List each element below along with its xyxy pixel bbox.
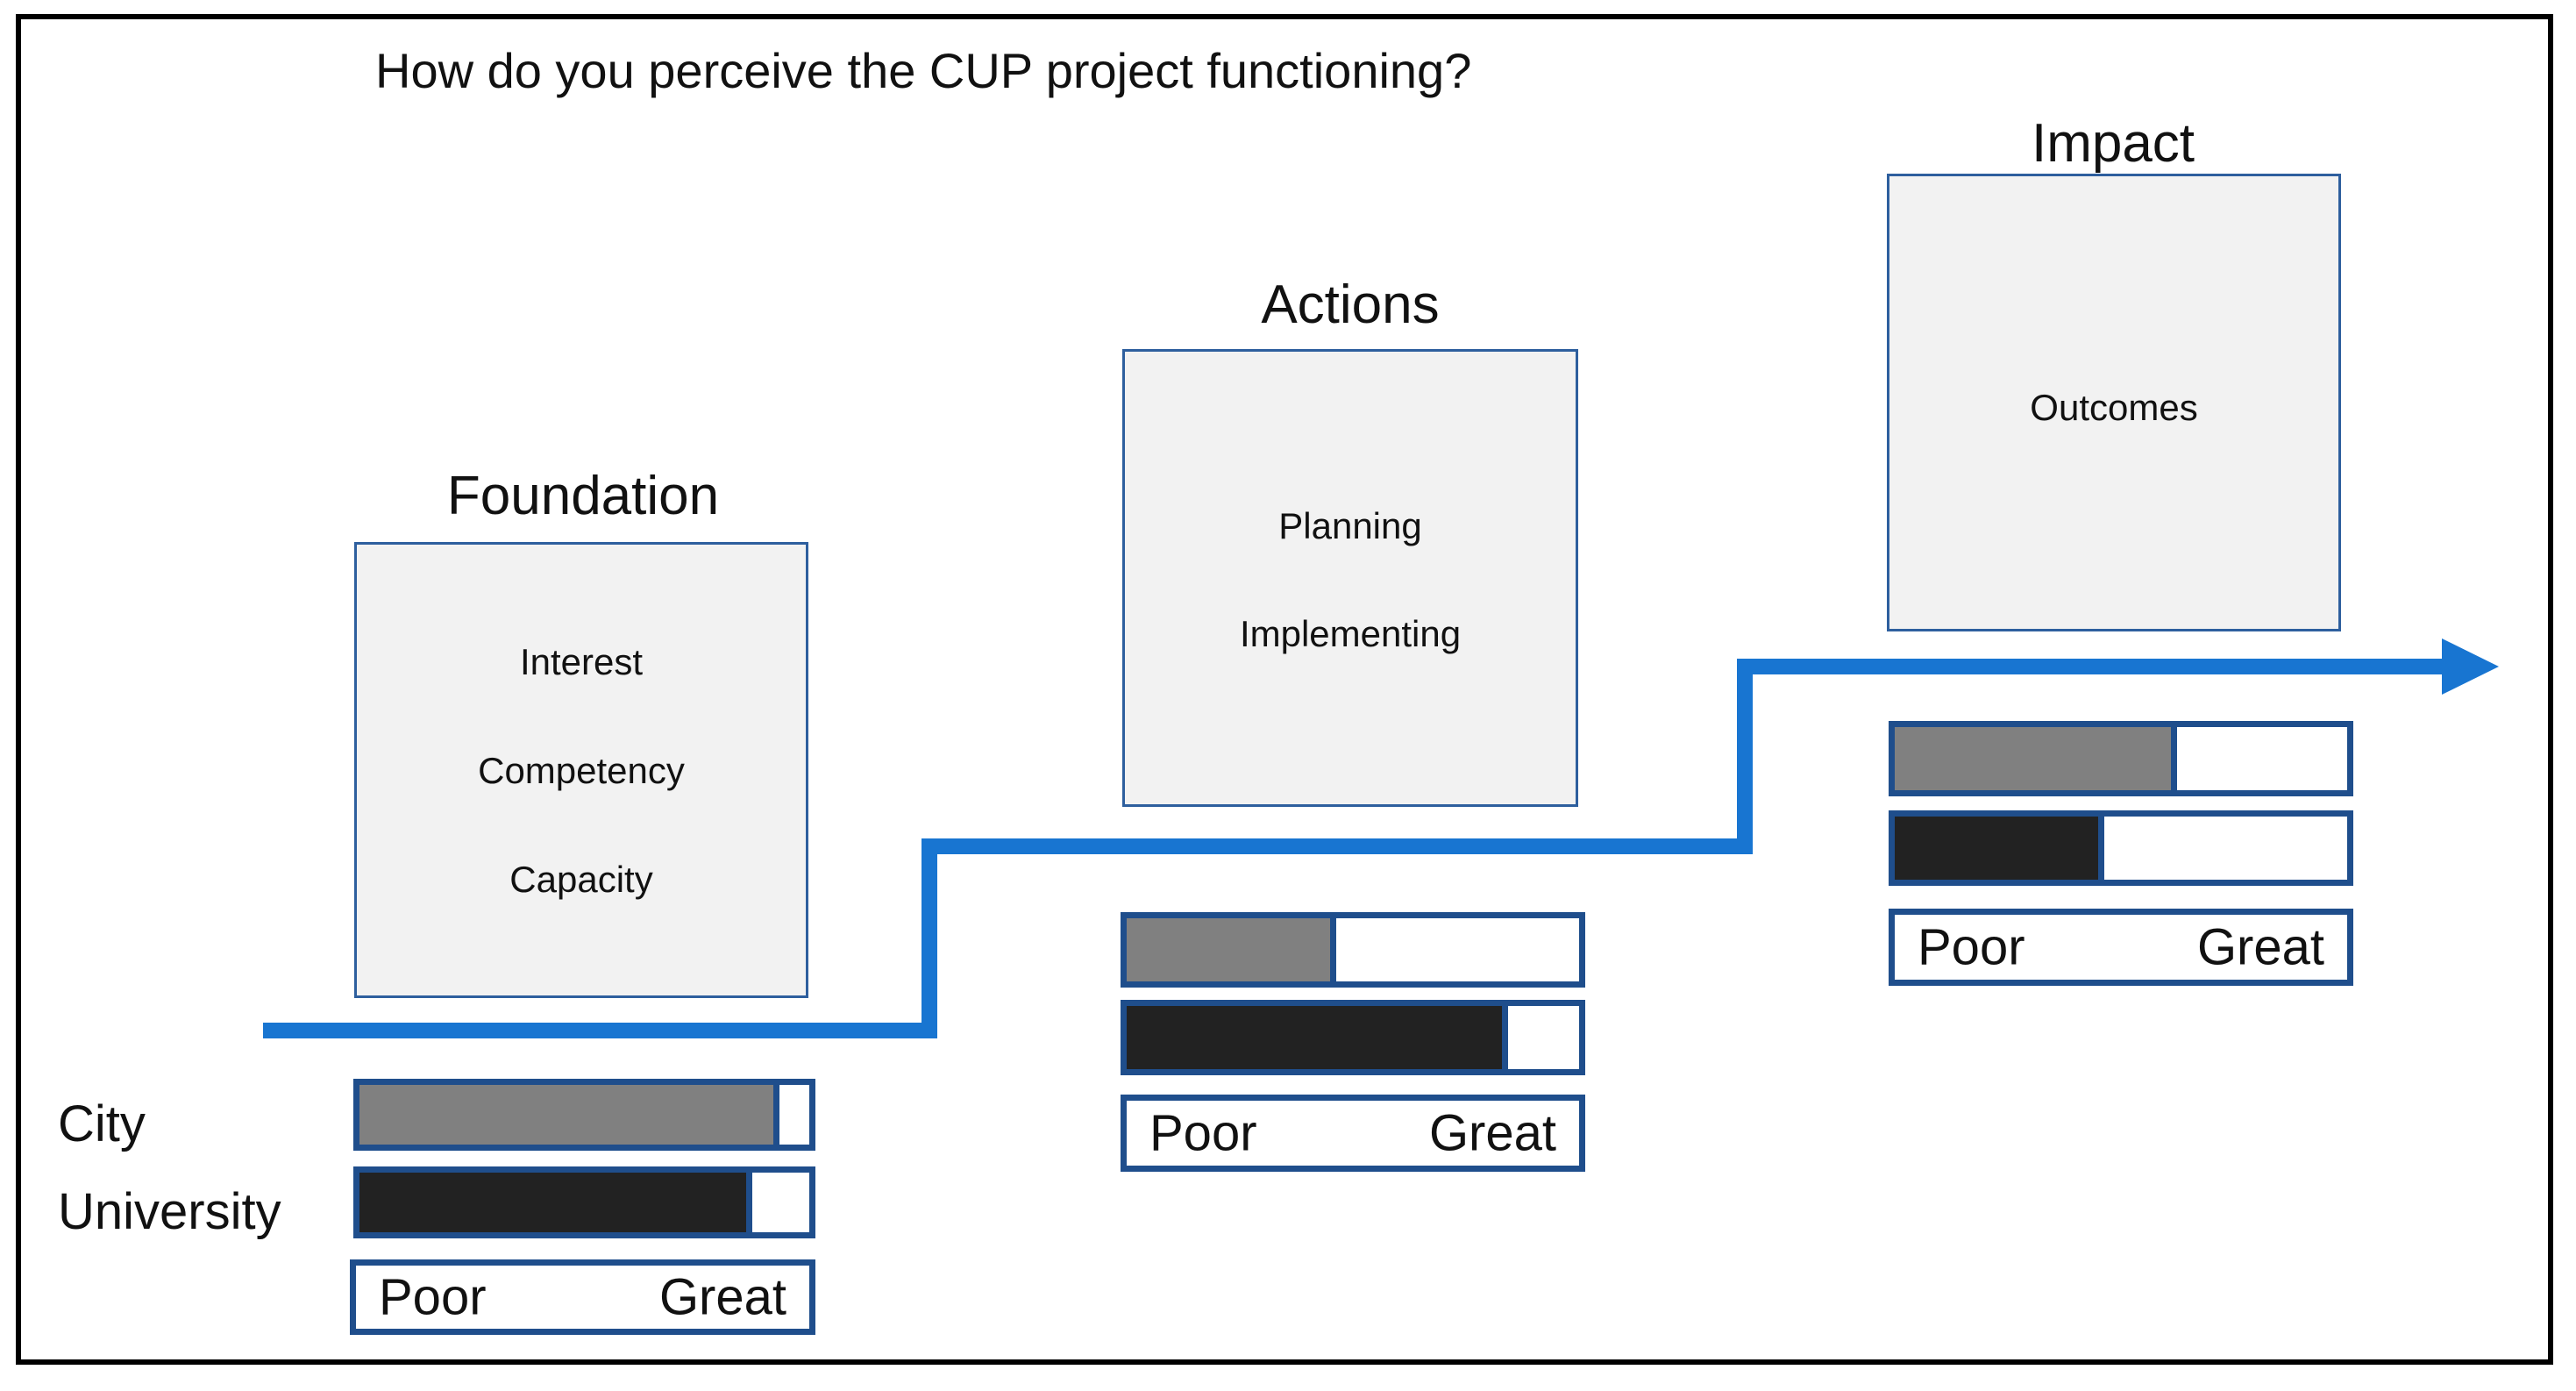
stage-title-foundation: Foundation [446, 466, 720, 526]
scale-label-great: Great [658, 1268, 786, 1326]
stage-item: Outcomes [2030, 387, 2198, 428]
scale-label-great: Great [1428, 1104, 1556, 1162]
scale-label-poor: Poor [1149, 1104, 1257, 1162]
stage-box-actions: Planning Implementing [1122, 349, 1578, 807]
legend-label-university: University [58, 1183, 281, 1240]
stage-item: Capacity [509, 859, 653, 900]
rating-bar-city-impact [1889, 721, 2353, 796]
rating-bar-city-actions [1121, 912, 1585, 988]
rating-fill-university [1895, 817, 2105, 880]
scale-label-poor: Poor [1918, 918, 2025, 976]
stage-title-actions: Actions [1261, 275, 1440, 335]
rating-fill-city [1895, 727, 2177, 790]
scale-label-great: Great [2196, 918, 2324, 976]
stage-item: Implementing [1239, 613, 1462, 654]
rating-fill-university [359, 1173, 753, 1232]
stage-item: Interest [519, 641, 644, 682]
scale-label-poor: Poor [379, 1268, 487, 1326]
rating-fill-city [359, 1085, 779, 1145]
stage-title-impact: Impact [2031, 113, 2195, 174]
rating-fill-university [1127, 1006, 1509, 1069]
rating-bar-city-foundation [353, 1079, 815, 1151]
stage-item: Competency [478, 750, 685, 791]
stage-box-foundation: Interest Competency Capacity [354, 542, 808, 998]
rating-fill-city [1127, 918, 1337, 981]
stage-box-impact: Outcomes [1887, 174, 2341, 631]
rating-bar-university-actions [1121, 1000, 1585, 1075]
rating-scale-impact: Poor Great [1889, 909, 2353, 986]
rating-bar-university-foundation [353, 1166, 815, 1238]
rating-bar-university-impact [1889, 810, 2353, 886]
rating-scale-actions: Poor Great [1121, 1095, 1585, 1172]
stage-item: Planning [1278, 505, 1422, 546]
rating-scale-foundation: Poor Great [350, 1259, 815, 1335]
diagram-title: How do you perceive the CUP project func… [375, 43, 1472, 98]
legend-label-city: City [58, 1095, 146, 1152]
